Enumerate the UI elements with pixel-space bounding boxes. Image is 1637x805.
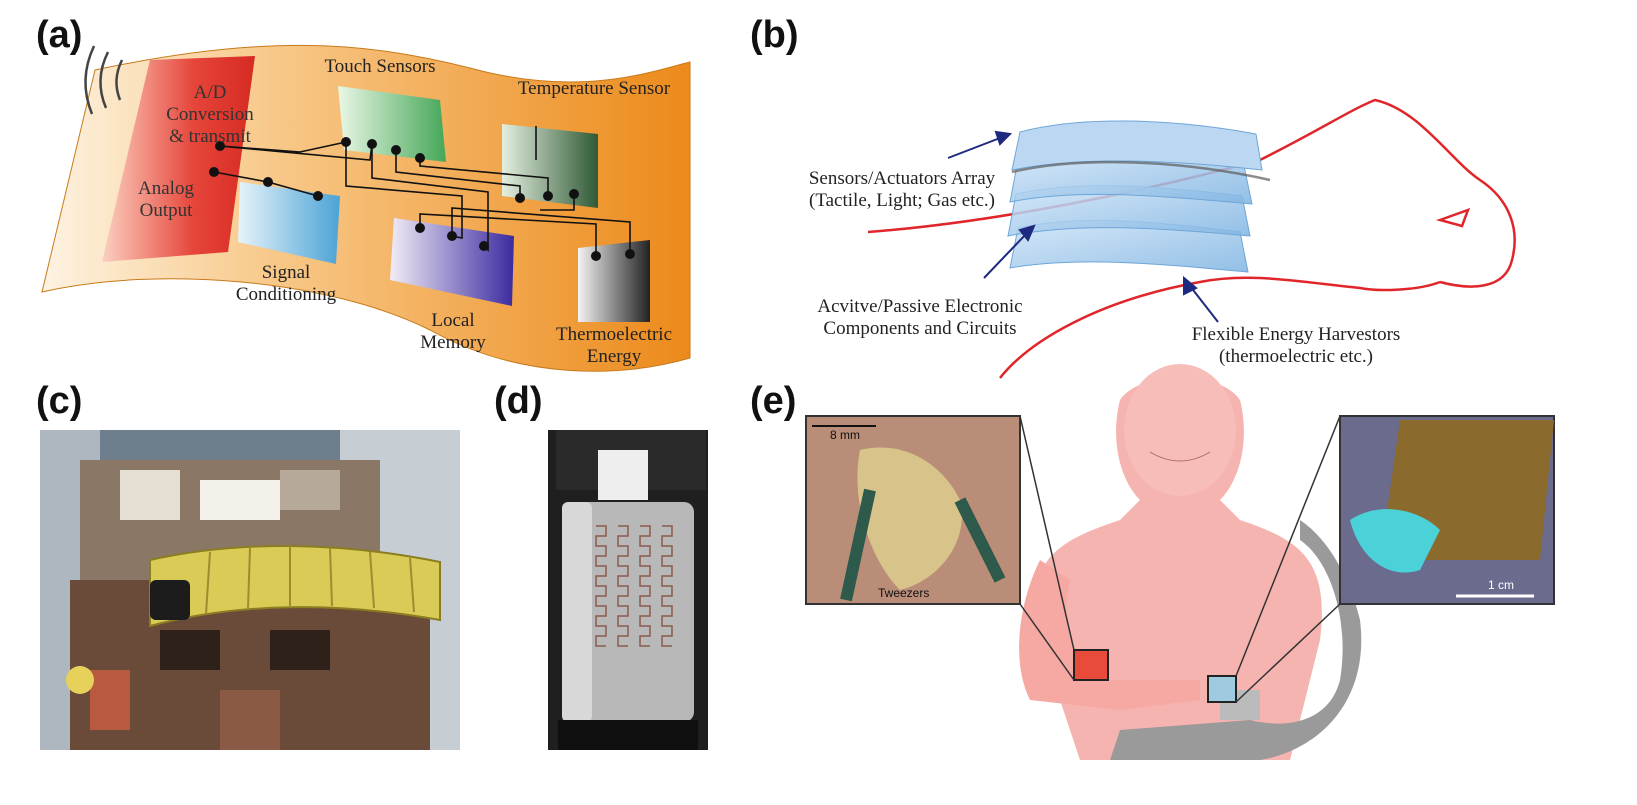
signal-conditioning-label: Signal Conditioning	[235, 262, 337, 305]
panel-e-letter: (e)	[750, 380, 797, 422]
inset-left-scale-label: 8 mm	[830, 428, 860, 442]
terminal-dots	[209, 137, 635, 261]
serpentine-sensor	[595, 525, 673, 647]
tweezers-label: Tweezers	[878, 586, 930, 600]
human-figure	[1019, 364, 1362, 760]
ad-label: A/D Conversion & transmit	[166, 82, 254, 147]
flexible-layers	[1007, 120, 1271, 273]
pointer-arrows	[947, 130, 1219, 323]
touch-sensors-label: Touch Sensors	[324, 56, 436, 77]
touch-sensors-block	[338, 86, 446, 162]
panel-c-letter: (c)	[36, 380, 83, 422]
local-memory-label: Local Memory	[420, 310, 486, 353]
inset-left-photo	[805, 415, 1021, 605]
ad-conversion-block	[102, 56, 255, 262]
thermoelectric-energy-label: Thermoelectric Energy	[555, 324, 673, 367]
forearm-sensor-patch	[1073, 649, 1109, 681]
cylinder-sensor-photo	[548, 430, 708, 750]
panel-d-letter: (d)	[494, 380, 543, 422]
energy-harvestors-label: Flexible Energy Harvestors (thermoelectr…	[1191, 324, 1401, 367]
panel-b-letter: (b)	[750, 14, 799, 56]
inset-right-photo	[1339, 415, 1555, 605]
sensors-actuators-label: Sensors/Actuators Array (Tactile, Light;…	[808, 168, 996, 211]
temperature-sensor-label: Temperature Sensor	[517, 78, 671, 99]
panel-a-letter: (a)	[36, 14, 83, 56]
analog-output-label: Analog Output	[138, 178, 194, 221]
wireless-signal-icon	[84, 45, 124, 115]
local-memory-block	[390, 218, 514, 306]
prosthetic-arm	[1110, 520, 1362, 760]
headband-photo	[40, 430, 460, 750]
temperature-sensor-block	[502, 124, 598, 208]
signal-conditioning-block	[238, 182, 340, 264]
prosthetic-sensor-patch	[1207, 675, 1237, 703]
electronic-components-label: Acvitve/Passive Electronic Components an…	[817, 296, 1023, 339]
inset-right-scale-label: 1 cm	[1488, 578, 1515, 592]
headband-buckle	[150, 580, 190, 620]
headband	[149, 545, 441, 628]
